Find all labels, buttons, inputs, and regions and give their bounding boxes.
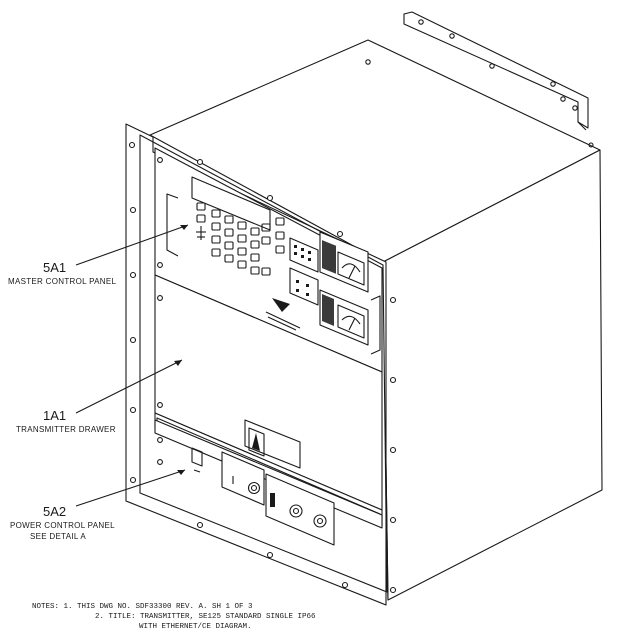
- left-handle-upper: [166, 193, 179, 257]
- status-module-upper: [289, 237, 319, 273]
- leader-1a1: [75, 359, 183, 414]
- callout-1a1-title: TRANSMITTER DRAWER: [16, 425, 116, 434]
- panel-screws-upper: [157, 157, 163, 268]
- callout-1a1-code: 1A1: [43, 408, 66, 423]
- note-line-3: WITH ETHERNET/CE DIAGRAM.: [139, 623, 252, 631]
- keypad-symbol: [196, 226, 206, 240]
- flange-inner-edge: [139, 134, 388, 593]
- callout-5a1-title: MASTER CONTROL PANEL: [8, 277, 116, 286]
- rf-meter-upper: [319, 231, 369, 293]
- flange-holes: [128, 141, 397, 594]
- callout-5a1-code: 5A1: [43, 260, 66, 275]
- switch-plate-right: [265, 473, 335, 546]
- callout-5a2-code: 5A2: [43, 504, 66, 519]
- status-module-lower: [289, 267, 319, 306]
- callout-5a2-title: POWER CONTROL PANEL: [10, 521, 115, 530]
- leader-5a1: [75, 224, 189, 266]
- keypad: [196, 202, 285, 276]
- note-line-1: NOTES: 1. THIS DWG NO. SDF33300 REV. A. …: [32, 603, 253, 611]
- rf-meter-lower: [319, 289, 369, 346]
- brand-logo: [265, 298, 301, 331]
- leader-5a2: [75, 469, 186, 507]
- drawer-screws: [157, 295, 163, 408]
- note-line-2: 2. TITLE: TRANSMITTER, SE125 STANDARD SI…: [95, 613, 316, 621]
- warning-label: [244, 419, 301, 469]
- right-handle-upper: [370, 295, 381, 355]
- power-connector: [191, 447, 203, 473]
- power-screws: [157, 437, 163, 465]
- switch-plate-left: [221, 451, 265, 506]
- callout-5a2-sub: SEE DETAIL A: [30, 532, 86, 541]
- mounting-bracket: [403, 11, 589, 131]
